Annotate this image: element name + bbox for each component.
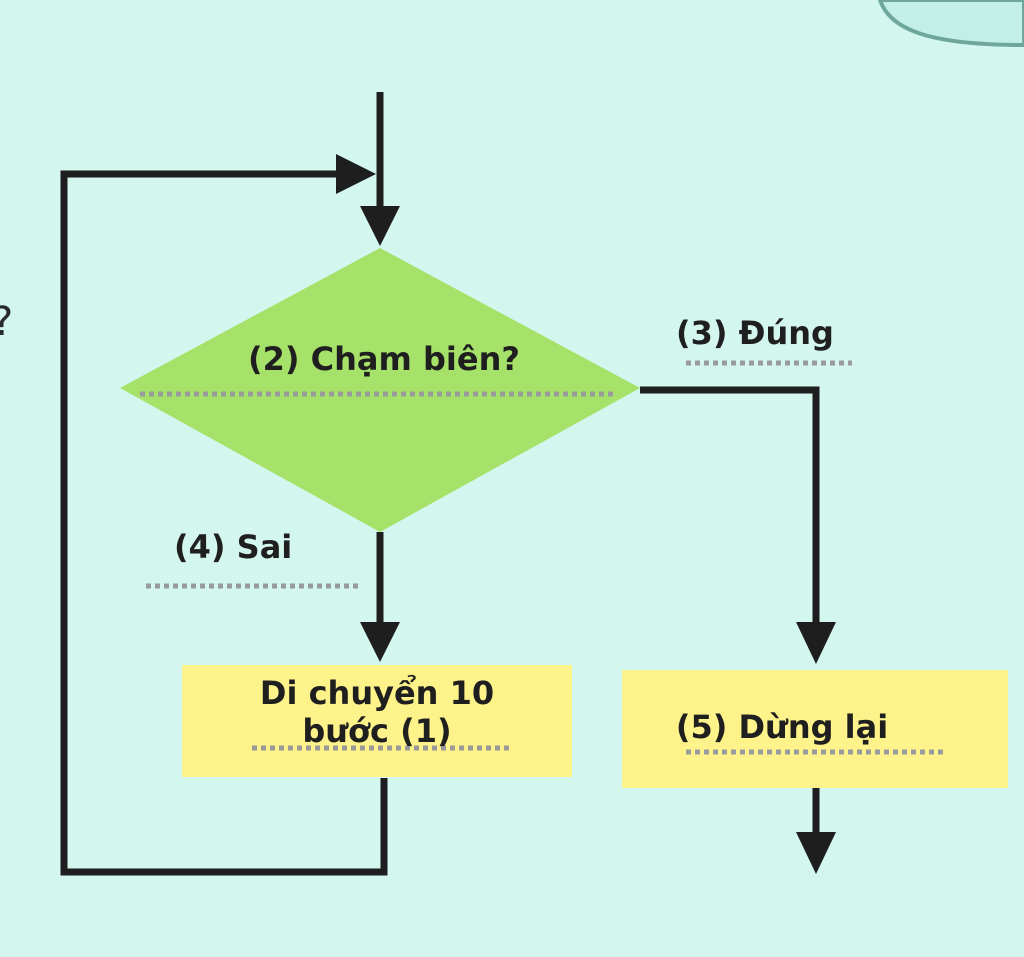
process-box-move bbox=[182, 665, 572, 777]
false-branch-arrow-head bbox=[360, 622, 400, 662]
decision-diamond bbox=[120, 248, 640, 532]
process-stop-text: (5) Dừng lại bbox=[675, 708, 889, 746]
corner-shape bbox=[877, 0, 1024, 48]
true-branch-line bbox=[640, 386, 820, 626]
loop-back-arrow-head bbox=[336, 154, 376, 194]
exit-arrow-head bbox=[796, 832, 836, 874]
branch-false-label: (4) Sai bbox=[174, 528, 293, 566]
entry-arrow-head bbox=[360, 206, 400, 246]
process-box-stop bbox=[622, 670, 1008, 788]
loop-back-line bbox=[60, 170, 388, 876]
process-move-text: Di chuyển 10 bước (1) bbox=[182, 674, 572, 751]
process-move-line2: bước (1) bbox=[302, 712, 452, 751]
branch-true-label: (3) Đúng bbox=[676, 314, 834, 352]
decision-label: (2) Chạm biên? bbox=[248, 340, 520, 378]
true-branch-arrow-head bbox=[796, 622, 836, 664]
edge-glyph: ? bbox=[0, 300, 13, 344]
process-move-line1: Di chuyển 10 bbox=[259, 674, 495, 712]
